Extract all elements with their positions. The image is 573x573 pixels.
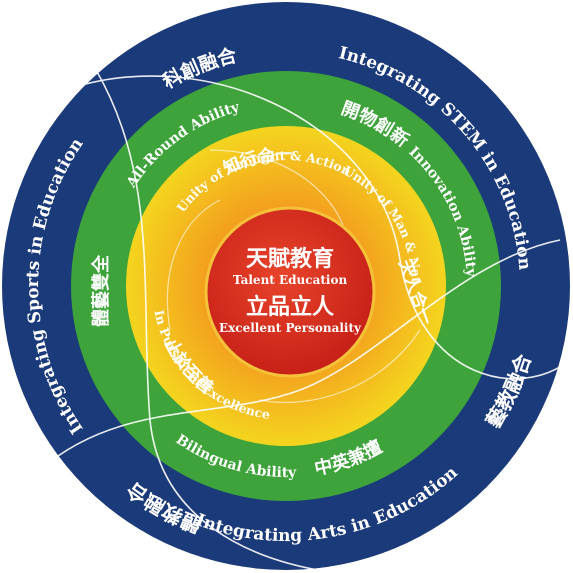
green-left-zh-label: 體藝雙全: [90, 254, 112, 327]
core-line2-zh: 立品立人: [246, 294, 334, 320]
core-line1-en: Talent Education: [233, 273, 348, 287]
core-line1-zh: 天賦教育: [246, 246, 334, 272]
core-circle: [204, 206, 376, 378]
core-line2-en: Excellent Personality: [219, 321, 362, 335]
swirl-dividers: [39, 69, 571, 573]
